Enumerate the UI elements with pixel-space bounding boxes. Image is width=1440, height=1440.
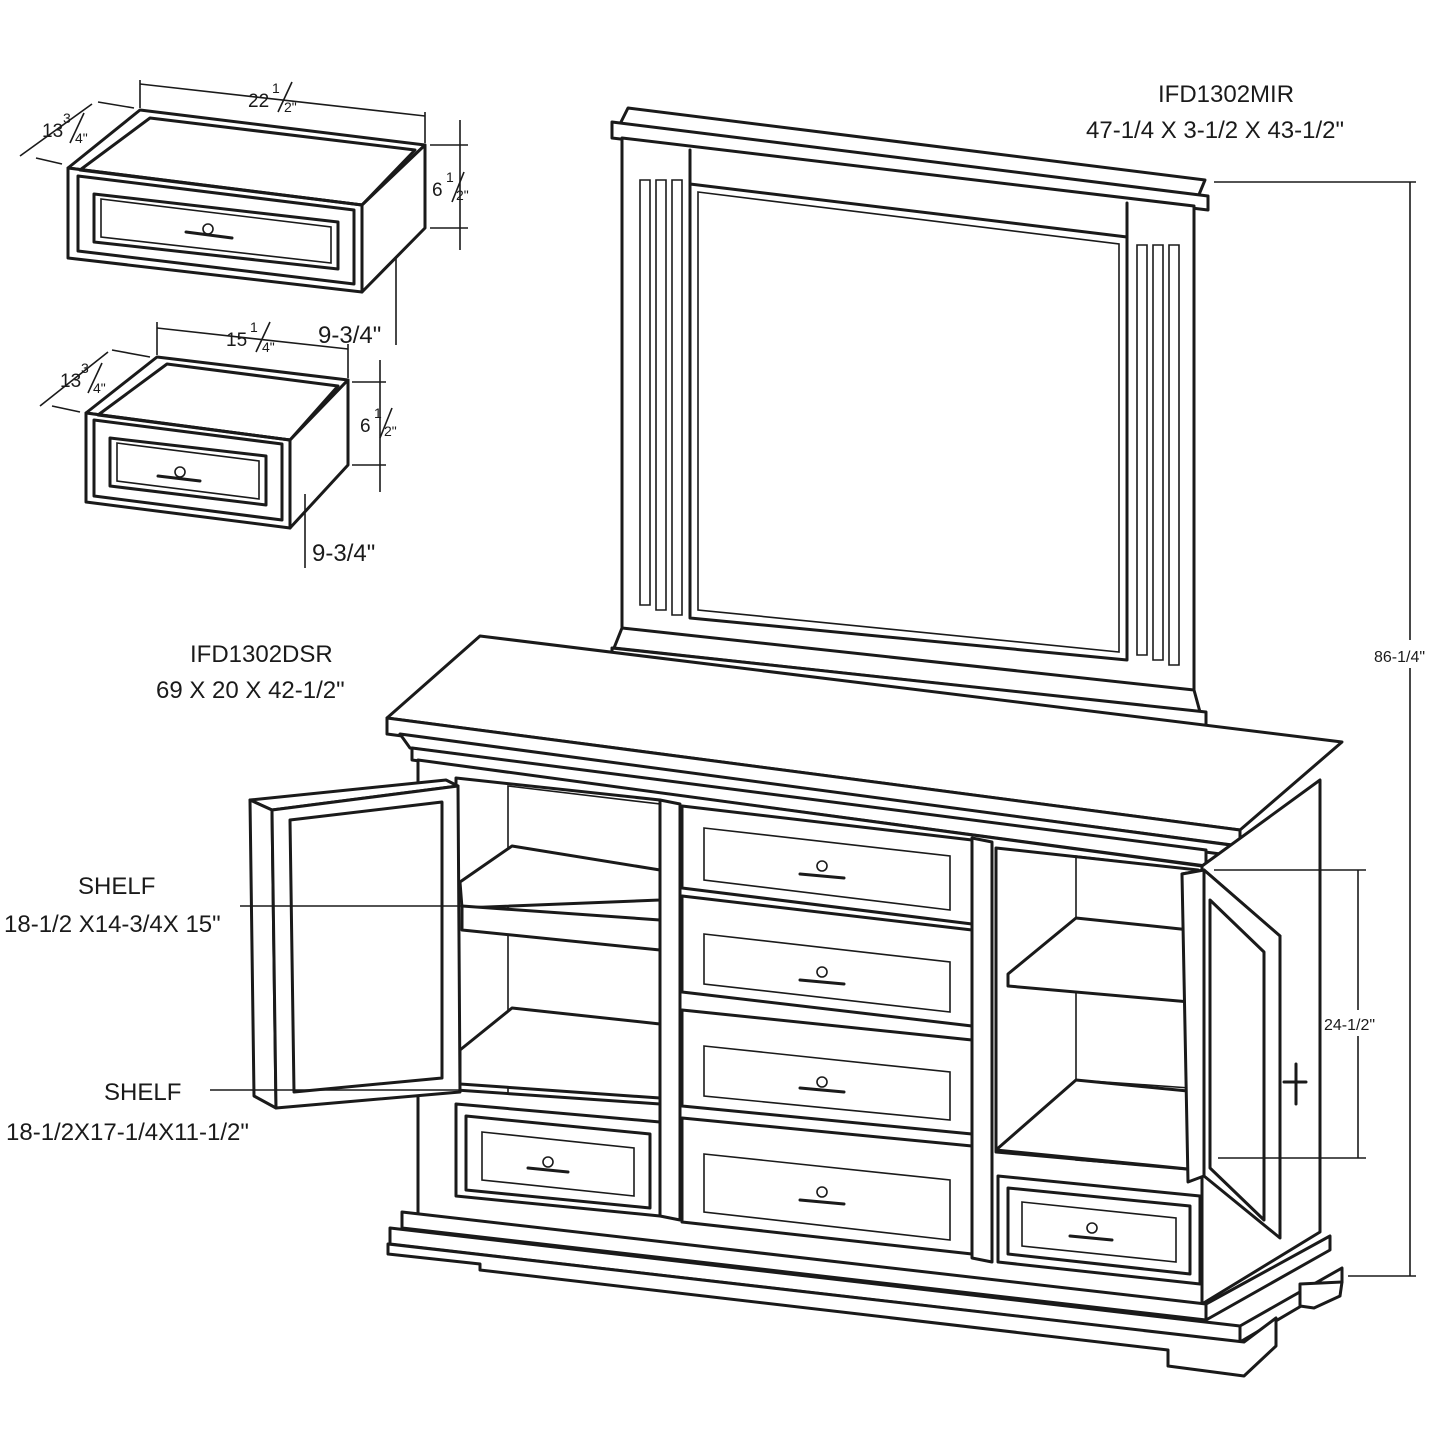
large-drawer-depth-label: 13 3 4" — [42, 110, 88, 146]
large-drawer-depth-den: 4" — [75, 130, 88, 146]
mirror-illustration — [610, 106, 1210, 740]
small-drawer-height-num: 1 — [374, 405, 382, 421]
dresser-illustration — [248, 634, 1344, 1378]
small-drawer-illustration — [84, 355, 350, 530]
mirror-size: 47-1/4 X 3-1/2 X 43-1/2" — [1086, 117, 1344, 144]
small-drawer-depth-den: 4" — [93, 380, 106, 396]
small-drawer-height-whole: 6 — [360, 416, 371, 437]
small-drawer-width-label: 15 1 4" — [226, 319, 275, 355]
small-drawer-height-label: 6 1 2" — [360, 405, 397, 439]
interior-height-dimension — [1214, 869, 1366, 1159]
dresser-model: IFD1302DSR — [190, 641, 333, 668]
large-drawer-height-num: 1 — [446, 169, 454, 185]
small-drawer-width-den: 4" — [262, 339, 275, 355]
center-drawer-3 — [680, 1008, 974, 1136]
small-drawer-dimensions — [39, 322, 386, 568]
large-drawer-width-whole: 22 — [248, 91, 269, 112]
large-drawer-illustration — [66, 108, 427, 294]
large-drawer-dimensions — [19, 80, 468, 345]
large-drawer-front-height: 9-3/4" — [318, 322, 381, 349]
small-drawer-width-num: 1 — [250, 319, 258, 335]
small-drawer-depth-num: 3 — [81, 360, 89, 376]
large-drawer-width-num: 1 — [272, 80, 280, 96]
large-drawer-width-label: 22 1 2" — [248, 80, 297, 115]
shelf-2-label: SHELF — [104, 1079, 181, 1106]
shelf-2-size: 18-1/2X17-1/4X11-1/2" — [6, 1119, 249, 1146]
mirror-model: IFD1302MIR — [1158, 81, 1294, 108]
large-drawer-height-den: 2" — [456, 187, 469, 203]
small-drawer-depth-label: 13 3 4" — [60, 360, 106, 396]
small-drawer-width-whole: 15 — [226, 330, 247, 351]
large-drawer-height-label: 6 1 2" — [432, 169, 469, 203]
interior-height-label: 24-1/2" — [1324, 1017, 1375, 1034]
small-drawer-height-den: 2" — [384, 423, 397, 439]
large-drawer-width-den: 2" — [284, 99, 297, 115]
dresser-size: 69 X 20 X 42-1/2" — [156, 677, 345, 704]
shelf-1-size: 18-1/2 X14-3/4X 15" — [4, 911, 221, 938]
overall-height-label: 86-1/4" — [1374, 649, 1425, 666]
large-drawer-height-whole: 6 — [432, 180, 443, 201]
center-drawer-2 — [680, 894, 974, 1028]
shelf-1-label: SHELF — [78, 873, 155, 900]
large-drawer-depth-whole: 13 — [42, 121, 63, 142]
overall-height-dimension — [1214, 181, 1416, 1277]
small-drawer-front-height: 9-3/4" — [312, 540, 375, 567]
center-drawer-4 — [680, 1116, 974, 1256]
center-drawer-1 — [680, 804, 974, 926]
small-drawer-depth-whole: 13 — [60, 371, 81, 392]
large-drawer-depth-num: 3 — [63, 110, 71, 126]
